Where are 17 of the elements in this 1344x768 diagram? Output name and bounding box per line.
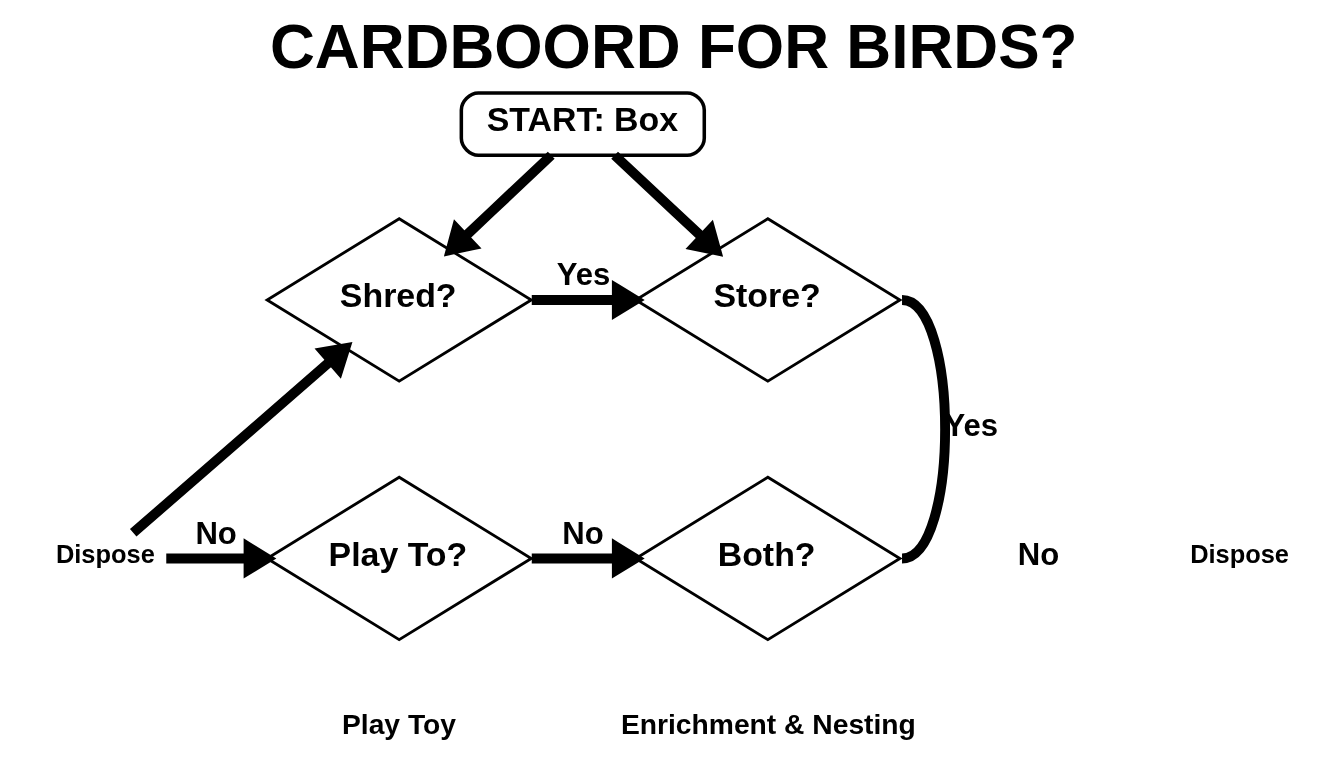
arrow: [610, 151, 723, 257]
edge-label: No: [561, 515, 604, 551]
node-box: START: Box: [459, 91, 706, 157]
node-text: Dispose: [1189, 540, 1289, 569]
label: No: [1017, 536, 1059, 572]
diagram-title: CARDBOORD FOR BIRDS?: [269, 11, 1078, 81]
connector: [899, 295, 950, 564]
edge-label: Yes: [556, 257, 610, 293]
node-label: Play Toy: [341, 708, 456, 741]
arrow: [443, 151, 555, 257]
node-label: Enrichment & Nesting: [620, 708, 916, 741]
arrow: [531, 538, 645, 579]
arrow: [129, 342, 352, 537]
edge-label: No: [194, 515, 237, 551]
node-text: Dispose: [55, 540, 155, 569]
arrow: [531, 279, 645, 321]
arrow: [165, 538, 276, 579]
